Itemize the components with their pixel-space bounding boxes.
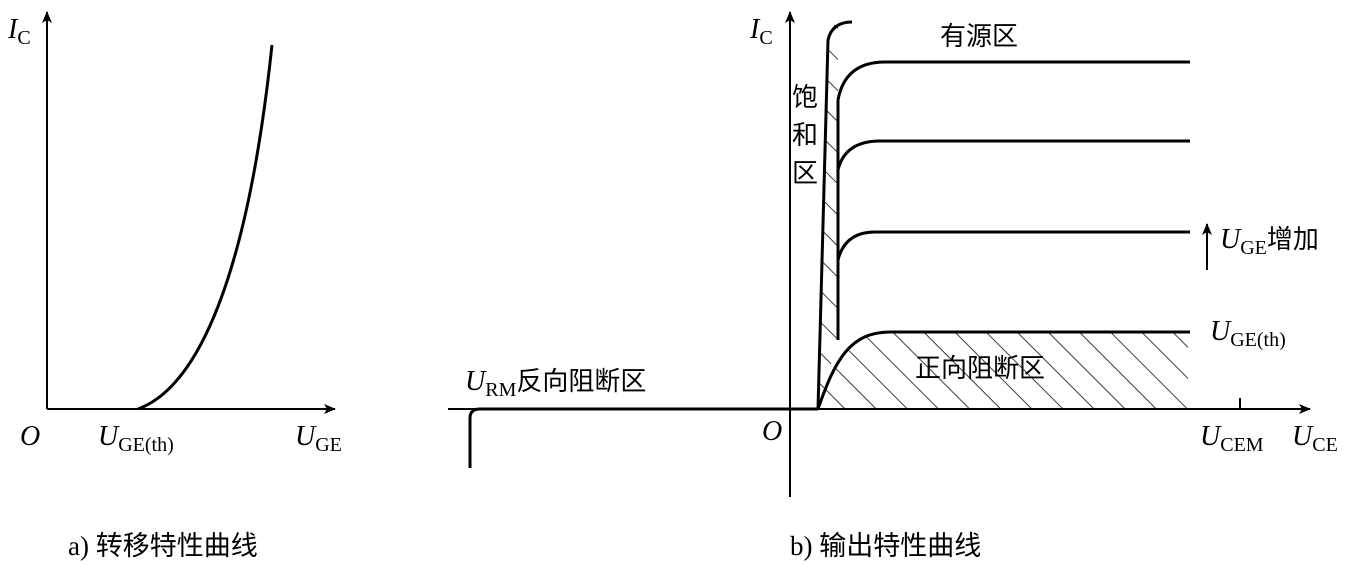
- threshold-curve-label: UGE(th): [1210, 316, 1286, 351]
- origin-label: O: [20, 421, 40, 452]
- transfer-curve: [137, 44, 274, 411]
- output-curve-4: [836, 60, 1190, 101]
- output-curve-3: [836, 139, 1190, 171]
- uge-increase-label: UGE增加: [1220, 224, 1319, 259]
- reverse-block-curve: [468, 407, 818, 468]
- saturation-label-3: 区: [792, 159, 818, 189]
- output-curve-2: [836, 230, 1190, 261]
- origin-label: O: [762, 416, 782, 447]
- saturation-label-2: 和: [792, 121, 818, 151]
- saturation-left-boundary: [816, 20, 853, 410]
- forward-block-hatch: [818, 332, 1188, 409]
- x-axis-label: UCE: [1292, 421, 1338, 456]
- output-characteristic-panel: IC O UCEM UCE URM反向阻断区 有源区 饱 和 区 正向阻断区 U…: [448, 11, 1338, 561]
- caption-b: b) 输出特性曲线: [790, 531, 981, 561]
- y-axis-label: IC: [749, 14, 773, 49]
- x-axis-label: UGE: [295, 421, 342, 456]
- output-curve-threshold: [816, 330, 1190, 410]
- transfer-characteristic-panel: IC O UGE(th) UGE a) 转移特性曲线: [7, 11, 342, 561]
- y-axis-label: IC: [7, 14, 31, 49]
- threshold-label: UGE(th): [98, 421, 174, 456]
- reverse-region-label: URM反向阻断区: [465, 366, 646, 401]
- cem-label: UCEM: [1200, 421, 1264, 456]
- forward-block-label: 正向阻断区: [915, 354, 1045, 384]
- saturation-label-1: 饱: [792, 83, 818, 113]
- caption-a: a) 转移特性曲线: [68, 531, 258, 561]
- saturation-region-hatch: [818, 22, 838, 409]
- active-region-label: 有源区: [940, 22, 1018, 52]
